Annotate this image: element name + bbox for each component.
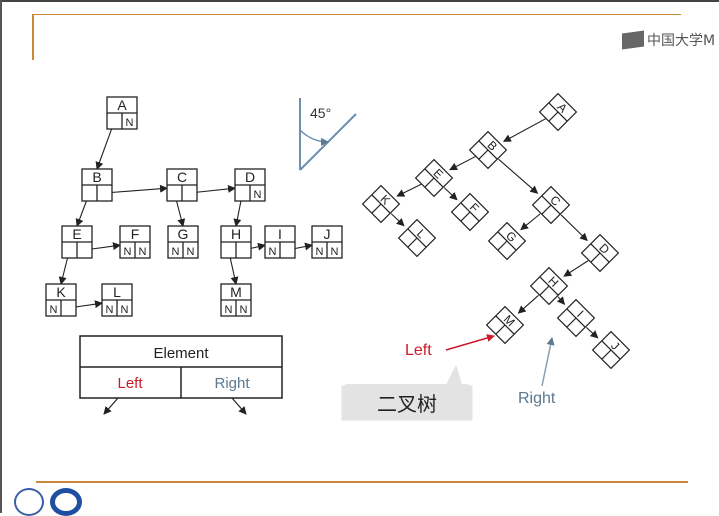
right-link-flag: N xyxy=(331,246,339,258)
node-e: E xyxy=(61,225,93,259)
right-link-flag: N xyxy=(139,246,147,258)
header-rule-vertical xyxy=(32,14,34,60)
node-label: B xyxy=(92,169,101,185)
left-link-flag: N xyxy=(269,246,277,258)
edge-d-h xyxy=(563,260,589,277)
node-label: L xyxy=(113,284,121,300)
edge-a-b xyxy=(502,118,546,142)
node-b: B xyxy=(81,168,113,202)
left-link-flag: N xyxy=(124,246,132,258)
left-border xyxy=(0,0,2,513)
node-label: C xyxy=(177,169,187,185)
node-label: M xyxy=(230,284,242,300)
angle-label: 45° xyxy=(310,105,331,121)
header-rule-horizontal xyxy=(33,14,681,15)
edge-e-f xyxy=(443,187,458,201)
angle-indicator: 45° xyxy=(299,98,357,171)
node-k: KN xyxy=(45,283,77,317)
edge-b-c xyxy=(498,158,539,194)
node-label: F xyxy=(131,226,140,242)
node-label: I xyxy=(278,226,282,242)
top-border xyxy=(0,0,719,2)
left-tree-edges xyxy=(58,120,313,309)
node-legend: Element Left Right xyxy=(79,335,283,415)
node-i: IN xyxy=(264,225,296,259)
right-link-flag: N xyxy=(126,117,134,129)
node-label: K xyxy=(56,284,66,300)
node-d: DN xyxy=(234,168,266,202)
rotated-node-i: I xyxy=(556,298,596,338)
node-c: C xyxy=(166,168,198,202)
rotated-node-c: C xyxy=(531,185,571,225)
legend-element-label: Element xyxy=(153,345,209,362)
node-a: AN xyxy=(106,96,138,130)
edge-h-m xyxy=(517,294,539,314)
course-logo: 中国大学M xyxy=(622,30,715,50)
rotated-node-f: F xyxy=(450,192,490,232)
annotation-right: Right xyxy=(518,390,556,407)
rotated-node-e: E xyxy=(414,158,454,198)
edge-b-e xyxy=(449,155,476,171)
rotated-node-m: M xyxy=(485,305,525,345)
rotated-node-l: L xyxy=(397,218,437,258)
rotated-node-a: A xyxy=(538,92,578,132)
node-label: H xyxy=(231,226,241,242)
edge-c-g xyxy=(520,213,541,231)
left-link-flag: N xyxy=(316,246,324,258)
footer-rule xyxy=(36,481,688,483)
right-link-flag: N xyxy=(254,189,262,201)
edge-k-l xyxy=(390,213,405,227)
node-label: A xyxy=(117,97,127,113)
node-label: E xyxy=(72,226,81,242)
left-link-flag: N xyxy=(225,304,233,316)
caption-text: 二叉树 xyxy=(377,393,437,416)
node-label: G xyxy=(178,226,189,242)
rotated-node-b: B xyxy=(468,130,508,170)
edge-c-d xyxy=(560,214,588,242)
rotated-node-d: D xyxy=(580,233,620,273)
tree-annotations: Left Right 二叉树 xyxy=(341,334,556,421)
link-b-c xyxy=(104,184,168,194)
rotated-node-j: J xyxy=(591,330,631,370)
rotated-node-h: H xyxy=(529,266,569,306)
logo-text: 中国大学M xyxy=(647,33,716,49)
right-link-flag: N xyxy=(240,304,248,316)
right-link-flag: N xyxy=(187,246,195,258)
left-link-flag: N xyxy=(172,246,180,258)
rotated-node-g: G xyxy=(487,221,527,261)
caption-box xyxy=(342,384,472,420)
node-label: J xyxy=(324,226,331,242)
edge-i-j xyxy=(585,327,599,339)
right-link-flag: N xyxy=(121,304,129,316)
annotation-left: Left xyxy=(405,342,432,359)
node-label: D xyxy=(245,169,255,185)
edge-h-i xyxy=(556,296,566,306)
legend-left-label: Left xyxy=(117,375,143,392)
right-tree-edges xyxy=(390,118,599,339)
legend-right-label: Right xyxy=(214,375,250,392)
node-h: H xyxy=(220,225,252,259)
rotated-node-k: K xyxy=(361,184,401,224)
left-link-flag: N xyxy=(106,304,114,316)
edge-e-k xyxy=(396,183,422,197)
left-link-flag: N xyxy=(50,304,58,316)
